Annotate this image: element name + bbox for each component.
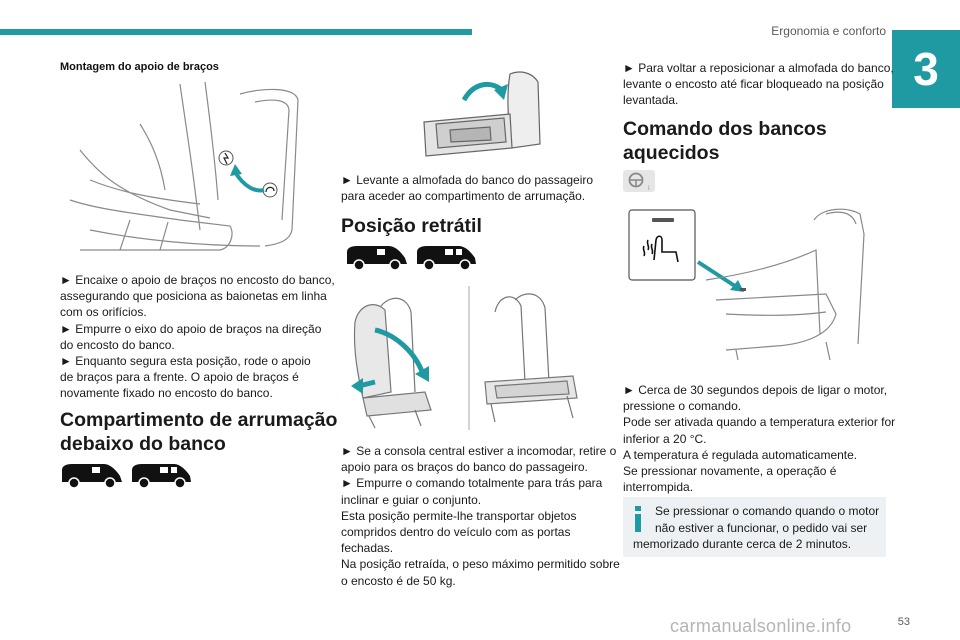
armrest-heading: Montagem do apoio de braços	[60, 61, 219, 73]
seat-lift-illustration	[423, 71, 541, 157]
section-title: Ergonomia e conforto	[771, 24, 886, 38]
storage-heading: Compartimento de arrumação debaixo do ba…	[60, 409, 338, 455]
armrest-illustration	[69, 81, 299, 251]
retract-text: ► Se a consola central estiver a incomod…	[341, 444, 620, 588]
lift-cushion-text: ► Levante a almofada do banco do passage…	[341, 173, 594, 204]
heated-seat-illustration	[628, 208, 865, 360]
retract-heading: Posição retrátil	[341, 215, 482, 237]
armrest-steps: ► Encaixe o apoio de braços no encosto d…	[60, 273, 335, 401]
reposition-text: ► Para voltar a reposicionar a almofada …	[623, 61, 894, 108]
vehicle-silhouettes	[62, 464, 191, 489]
heated-seats-heading: Comando dos bancos aquecidos	[623, 118, 827, 164]
page-number: 53	[897, 616, 910, 628]
svg-text:i: i	[648, 185, 650, 192]
steering-wheel-icon: i	[623, 170, 655, 192]
retract-seat-illustration	[351, 286, 578, 430]
heated-seats-text: ► Cerca de 30 segundos depois de ligar o…	[623, 383, 896, 495]
watermark: carmanualsonline.info	[670, 616, 852, 636]
chapter-tab: 3	[892, 30, 960, 108]
info-icon	[635, 506, 641, 532]
note-text: Se pressionar o comando quando o motor n…	[633, 504, 880, 551]
header-accent-bar	[0, 29, 472, 35]
vehicle-silhouettes-2	[347, 246, 476, 271]
info-note: Se pressionar o comando quando o motor n…	[623, 497, 886, 557]
